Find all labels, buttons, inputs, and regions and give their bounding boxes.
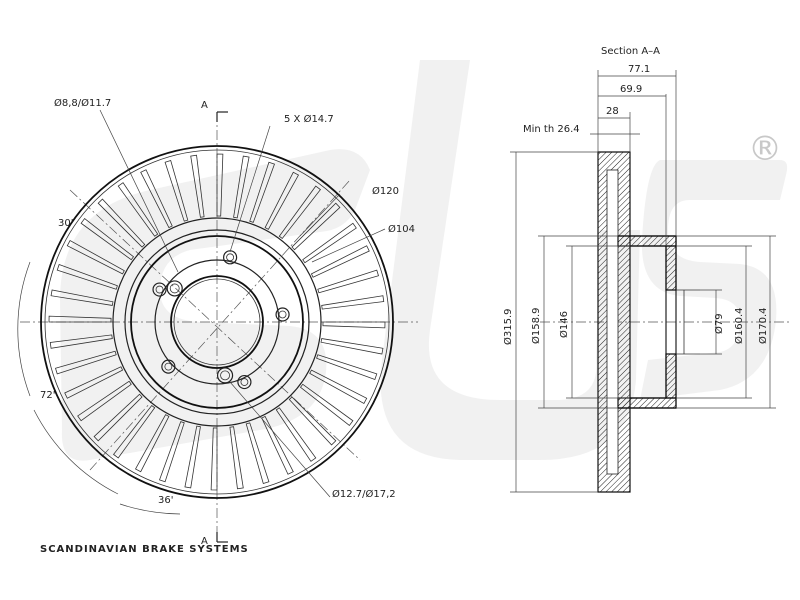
locating-hole-inner [169,283,180,294]
pcd-120-label: Ø120 [372,185,399,197]
bolt-hole-inner [278,310,287,319]
vane [245,422,270,484]
bolt-hole-inner [155,285,164,294]
vane [249,161,275,223]
footer-watermark-text: SCANDINAVIAN BRAKE SYSTEMS [40,544,249,555]
vane [264,171,300,230]
locating-hole [166,280,183,297]
vane [77,380,132,422]
sbs-logo-watermark [60,60,788,461]
bolt-hole-inner [240,378,249,386]
vane [80,217,135,261]
vane [302,222,357,264]
dim-28-label: 28 [606,106,619,117]
dim-69-label: 69.9 [620,84,642,95]
vane [159,421,185,483]
vane [278,185,322,240]
vane [229,426,244,490]
locating-hole-inner [220,370,230,381]
bolt-count-label: 5 X Ø14.7 [284,113,334,125]
vane [317,269,379,294]
vane [112,404,156,459]
disc-section-view [510,70,790,493]
registered-mark: ® [748,129,782,169]
diameter-160-label: Ø160.4 [733,308,745,345]
angle-36-label: 36' [158,495,173,506]
vane [321,295,385,310]
section-mark-bottom: A [201,536,208,547]
disc-front-view [17,109,418,543]
vane [49,334,113,349]
bolt-hole [237,374,252,390]
section-title: Section A–A [601,46,660,57]
vane [48,315,112,323]
diameter-158-label: Ø158.9 [530,308,542,345]
vane [184,425,201,489]
vane [216,153,224,217]
vane [93,393,143,442]
bolt-hole-inner [226,253,235,262]
bolt-hole-inner [164,362,173,371]
diameter-315-label: Ø315.9 [502,309,514,346]
diameter-79-label: Ø79 [713,313,725,334]
bolt-hole [275,307,290,322]
vane [56,264,118,290]
vane [134,414,170,473]
vane [233,155,250,219]
vane [50,289,114,306]
min-thickness-label: Min th 26.4 [523,124,580,135]
bolt-hole-label: Ø8,8/Ø11.7 [54,97,111,109]
diameter-146-label: Ø146 [558,311,570,338]
vane [164,160,189,222]
vane [55,350,117,375]
vane [310,245,370,278]
cooling-vanes [48,153,386,491]
bolt-hole [152,282,167,297]
vane [97,198,146,248]
pcd-104-label: Ø104 [388,223,415,235]
bolt-hole [161,359,176,374]
vane [117,182,159,237]
vane [261,415,294,475]
vane [291,202,341,251]
vane [66,239,125,275]
angle-72-label: 72' [40,390,55,401]
vane [190,154,205,218]
vane [320,338,384,355]
vane [322,321,386,329]
vane [299,383,354,427]
vane [140,169,173,229]
hub-hole-label: Ø12.7/Ø17,2 [332,488,396,500]
vane [316,354,378,380]
vane [64,366,124,399]
dim-77-label: 77.1 [628,64,650,75]
vane [275,407,317,462]
locating-hole [216,367,234,384]
angle-30-label: 30' [58,218,73,229]
diameter-170-label: Ø170.4 [757,308,769,345]
vane [210,427,218,491]
vane [288,396,337,446]
section-mark-top: A [201,100,208,111]
vane [309,369,368,405]
